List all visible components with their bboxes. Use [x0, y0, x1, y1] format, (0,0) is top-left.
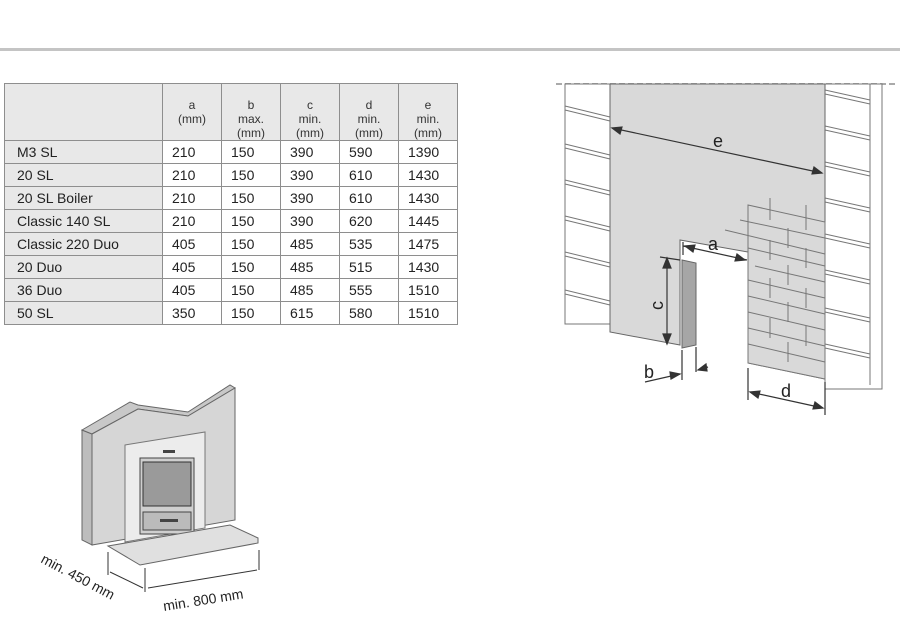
- value-cell-a: 210: [162, 209, 222, 233]
- top-divider-rule: [0, 48, 900, 51]
- value-cell-b: 150: [221, 232, 281, 256]
- value-cell-e: 1430: [398, 163, 458, 187]
- floor-protection-plate: [106, 524, 259, 566]
- value-cell-d: 535: [339, 232, 399, 256]
- column-header-a: a(mm): [162, 83, 222, 141]
- value-cell-a: 210: [162, 140, 222, 164]
- dimension-label-b: b: [644, 362, 654, 382]
- value-cell-c: 390: [280, 163, 340, 187]
- value-cell-d: 580: [339, 301, 399, 325]
- value-cell-d: 555: [339, 278, 399, 302]
- value-cell-d: 610: [339, 186, 399, 210]
- dimension-label-e: e: [713, 131, 723, 151]
- model-name-cell: 36 Duo: [4, 278, 163, 302]
- model-name-cell: Classic 140 SL: [4, 209, 163, 233]
- stove-drawer-handle: [160, 519, 178, 522]
- dimension-b: [644, 347, 709, 383]
- dimension-c: [659, 256, 681, 346]
- dimension-a: [682, 242, 748, 262]
- stove-window: [142, 461, 192, 507]
- value-cell-b: 150: [221, 186, 281, 210]
- left-brick-wall: [564, 83, 611, 325]
- wall-clearance-diagram: e a c b d: [556, 83, 896, 415]
- value-cell-a: 210: [162, 163, 222, 187]
- dimension-d: [747, 368, 826, 415]
- dimension-label-a: a: [708, 234, 719, 254]
- value-cell-d: 620: [339, 209, 399, 233]
- value-cell-e: 1510: [398, 278, 458, 302]
- value-cell-b: 150: [221, 255, 281, 279]
- value-cell-a: 405: [162, 278, 222, 302]
- stove-side-block: [681, 259, 697, 349]
- dimension-e: [610, 126, 824, 175]
- value-cell-a: 405: [162, 232, 222, 256]
- dimension-label-d: d: [781, 381, 791, 401]
- value-cell-b: 150: [221, 301, 281, 325]
- stove-top-handle: [163, 450, 175, 453]
- value-cell-c: 615: [280, 301, 340, 325]
- value-cell-e: 1445: [398, 209, 458, 233]
- model-name-cell: 20 SL: [4, 163, 163, 187]
- brick-panel: [724, 198, 826, 380]
- value-cell-d: 590: [339, 140, 399, 164]
- stove-placement-diagram: min. 450 mm min. 800 mm: [39, 384, 260, 614]
- dimension-label-c: c: [647, 301, 667, 310]
- value-cell-b: 150: [221, 278, 281, 302]
- value-cell-c: 485: [280, 232, 340, 256]
- value-cell-c: 390: [280, 209, 340, 233]
- table-corner-cell: [4, 83, 163, 141]
- value-cell-a: 350: [162, 301, 222, 325]
- value-cell-a: 405: [162, 255, 222, 279]
- model-name-cell: 20 Duo: [4, 255, 163, 279]
- right-brick-wall: [824, 83, 883, 390]
- value-cell-c: 485: [280, 278, 340, 302]
- dimension-lines: [107, 550, 260, 592]
- value-cell-d: 610: [339, 163, 399, 187]
- model-name-cell: M3 SL: [4, 140, 163, 164]
- width-label: min. 800 mm: [162, 586, 244, 614]
- depth-label: min. 450 mm: [39, 551, 118, 603]
- value-cell-e: 1475: [398, 232, 458, 256]
- model-name-cell: 50 SL: [4, 301, 163, 325]
- value-cell-e: 1510: [398, 301, 458, 325]
- value-cell-b: 150: [221, 163, 281, 187]
- value-cell-c: 390: [280, 186, 340, 210]
- value-cell-e: 1390: [398, 140, 458, 164]
- value-cell-b: 150: [221, 209, 281, 233]
- value-cell-d: 515: [339, 255, 399, 279]
- value-cell-a: 210: [162, 186, 222, 210]
- model-name-cell: Classic 220 Duo: [4, 232, 163, 256]
- value-cell-e: 1430: [398, 186, 458, 210]
- value-cell-e: 1430: [398, 255, 458, 279]
- value-cell-b: 150: [221, 140, 281, 164]
- model-name-cell: 20 SL Boiler: [4, 186, 163, 210]
- wall-side-face: [81, 429, 93, 546]
- value-cell-c: 485: [280, 255, 340, 279]
- value-cell-c: 390: [280, 140, 340, 164]
